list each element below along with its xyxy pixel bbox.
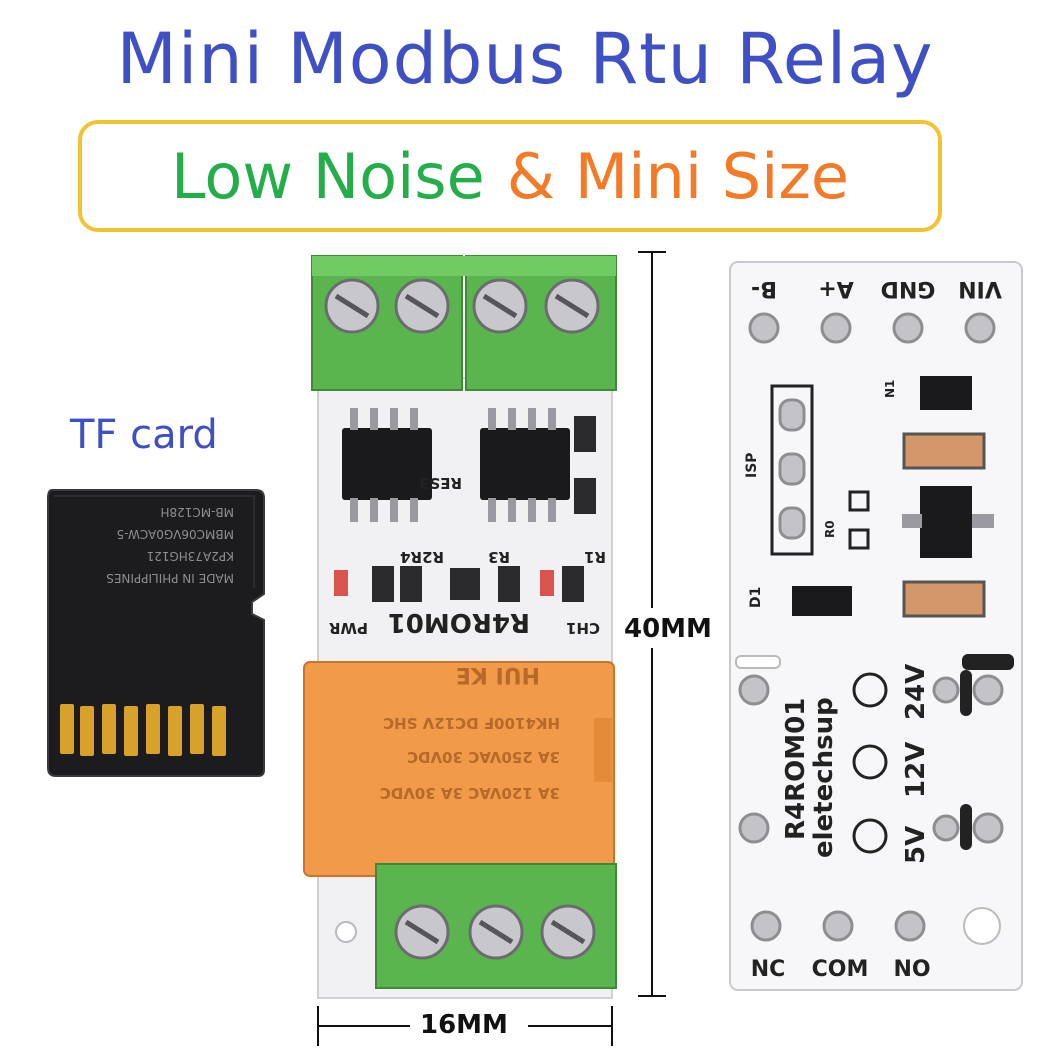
tf-print-line-1: MADE IN PHILIPPINES xyxy=(106,571,234,585)
tf-print-line-4: MB-MC128H xyxy=(160,505,234,519)
tf-print-line-2: KP2A73HG121 xyxy=(147,549,234,563)
relay: HUI KE HK4100F DC12V SHC 3A 250VAC 30VDC… xyxy=(303,661,615,877)
ic-chips xyxy=(342,428,570,500)
relay-brand: HUI KE xyxy=(456,662,540,687)
relay-line-2: 3A 250VAC 30VDC xyxy=(407,748,560,766)
voltage-12v: 12V xyxy=(901,742,931,798)
dimension-lines xyxy=(317,251,666,1046)
front-silk-model: R4ROM01 xyxy=(388,607,530,637)
relay-line-1: HK4100F DC12V SHC xyxy=(383,714,560,732)
front-label-ch1: CH1 xyxy=(566,619,600,637)
pin-label-vin: VIN xyxy=(958,276,1002,301)
dimension-height-label: 40MM xyxy=(624,614,712,644)
subtitle-low-noise: Low Noise xyxy=(170,139,485,213)
subtitle-mini-size: & Mini Size xyxy=(506,139,850,213)
top-terminal-block xyxy=(311,255,617,391)
back-board-image: B- A+ GND VIN ISP N1 D1 R0 24V 12V xyxy=(729,261,1023,991)
front-label-r3: R3 xyxy=(488,548,510,566)
pin-label-b-minus: B- xyxy=(751,276,777,301)
relay-line-3: 3A 120VAC 3A 30VDC xyxy=(380,784,560,802)
front-label-res3: RES3 xyxy=(419,474,462,492)
dimension-width-label: 16MM xyxy=(420,1010,508,1040)
voltage-24v: 24V xyxy=(901,664,931,720)
bottom-terminal-block xyxy=(375,863,617,989)
tf-card-contacts xyxy=(60,704,226,756)
voltage-5v: 5V xyxy=(901,826,931,864)
back-silk-model: R4ROM01 xyxy=(781,698,811,840)
back-label-n1: N1 xyxy=(883,380,897,398)
page-title: Mini Modbus Rtu Relay xyxy=(116,18,934,100)
pin-label-gnd: GND xyxy=(881,276,936,301)
back-silk-brand: eletechsup xyxy=(809,697,839,858)
front-label-r2r4: R2R4 xyxy=(400,548,444,566)
pin-label-nc: NC xyxy=(751,957,786,982)
tf-card-image: MADE IN PHILIPPINES KP2A73HG121 MBMC06VG… xyxy=(47,489,265,777)
pin-label-no: NO xyxy=(893,957,930,982)
pin-label-a-plus: A+ xyxy=(818,276,853,301)
front-board-image: CH1 R4ROM01 PWR R2R4 R3 R1 RES3 HUI KE H… xyxy=(303,255,617,999)
subtitle-banner: Low Noise & Mini Size xyxy=(78,120,942,232)
front-label-pwr: PWR xyxy=(328,619,368,637)
pin-label-com: COM xyxy=(812,957,869,982)
tf-card-label: TF card xyxy=(70,412,218,458)
tf-print-line-3: MBMC06VG0ACW-5 xyxy=(117,527,234,541)
back-label-r0: R0 xyxy=(823,520,837,538)
back-label-isp: ISP xyxy=(744,452,760,478)
front-label-r1: R1 xyxy=(584,548,606,566)
back-label-d1: D1 xyxy=(748,587,764,608)
